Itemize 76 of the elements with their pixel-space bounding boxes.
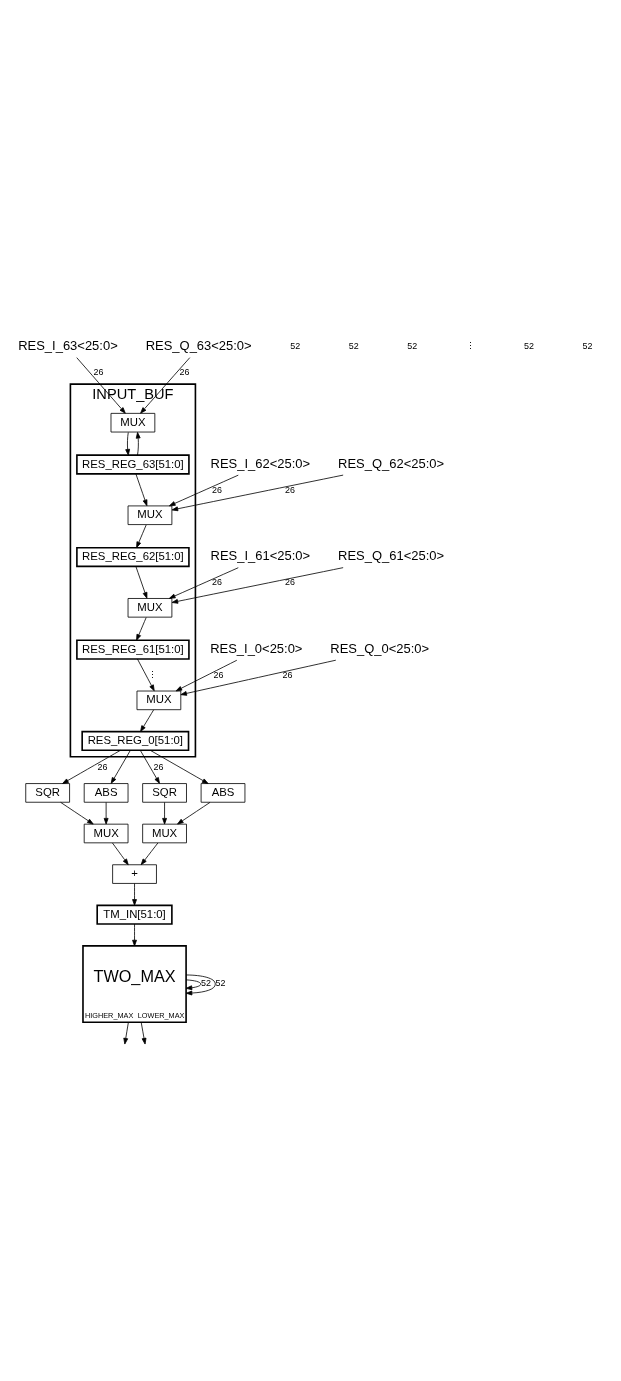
label: 52 (290, 341, 301, 352)
edge-label: 26 (93, 367, 104, 378)
arrow (177, 801, 211, 825)
arrow (185, 974, 216, 996)
arrow (132, 883, 137, 906)
arrow (62, 749, 121, 784)
node-box: MUX (127, 505, 173, 525)
arrow (140, 357, 191, 414)
node-box: SQR (25, 783, 70, 803)
node-box: TWO_MAX HIGHER_MAX LOWER_MAX (82, 945, 187, 1024)
arrow (175, 659, 238, 692)
node-box: RES_REG_62[51:0] (76, 546, 190, 568)
node-text: RES_Q_61<25:0> (338, 548, 445, 564)
arrow (171, 567, 344, 604)
arrow (76, 357, 126, 414)
arrow (185, 979, 202, 991)
node-text: RES_Q_0<25:0> (330, 640, 430, 656)
arrow (123, 1022, 129, 1045)
node-text: RES_Q_63<25:0> (145, 337, 252, 353)
node-text: RES_I_0<25:0> (210, 640, 303, 656)
edge-label: 26 (282, 669, 293, 680)
node-box: SQR (142, 783, 187, 803)
label: 52 (407, 341, 418, 352)
node-box: ABS (83, 783, 129, 803)
node-box: MUX (142, 823, 187, 844)
arrow (110, 749, 131, 784)
node-text: RES_I_61<25:0> (210, 548, 311, 564)
edge-label: 26 (179, 367, 190, 378)
edge-label: 52 (201, 978, 211, 989)
node-box: ABS (200, 783, 246, 803)
arrow (136, 617, 147, 641)
node-box: RES_REG_63[51:0] (76, 454, 190, 475)
node-box: MUX (127, 598, 173, 618)
arrow (140, 842, 159, 866)
arrow (135, 566, 148, 599)
edge-label: 26 (211, 577, 222, 588)
arrow (180, 659, 337, 696)
arrow (140, 1022, 147, 1045)
node-text: RES_Q_62<25:0> (338, 455, 445, 471)
edge-label: ⋮ (147, 669, 157, 680)
arrow (162, 801, 167, 825)
edge-label: 52 (215, 978, 226, 989)
arrow (103, 801, 109, 825)
arrow (171, 474, 344, 512)
arrow (112, 842, 129, 866)
arrow (169, 474, 239, 507)
label: ⋮ (466, 341, 476, 352)
edge-label: 26 (211, 484, 222, 495)
edge-label: 26 (285, 577, 295, 588)
edge-label: 26 (153, 762, 164, 773)
node-box: MUX (136, 690, 182, 711)
node-box: + (112, 864, 157, 884)
arrow (137, 658, 155, 692)
arrow (136, 524, 147, 549)
arrow (60, 801, 94, 825)
label: 52 (524, 341, 535, 352)
arrow (139, 749, 160, 784)
arrow (132, 923, 137, 947)
label: 52 (348, 341, 359, 352)
arrow (149, 749, 209, 784)
node-box: TM_IN[51:0] (96, 904, 173, 925)
arrow (125, 432, 131, 456)
edge-label: 26 (285, 484, 295, 495)
node-box: MUX (83, 823, 129, 844)
arrow (140, 709, 155, 732)
arrow (135, 473, 148, 507)
edge-label: 26 (97, 762, 108, 773)
node-box: RES_REG_0[51:0] (81, 730, 190, 752)
label: 52 (582, 341, 593, 352)
edge-label: 26 (213, 669, 224, 680)
arrow (169, 567, 239, 599)
node-box: RES_REG_61[51:0] (76, 639, 190, 660)
node-text: RES_I_62<25:0> (210, 455, 311, 471)
arrow (135, 432, 141, 456)
node-text: RES_I_63<25:0> (18, 337, 118, 353)
node-box: MUX (110, 412, 156, 433)
